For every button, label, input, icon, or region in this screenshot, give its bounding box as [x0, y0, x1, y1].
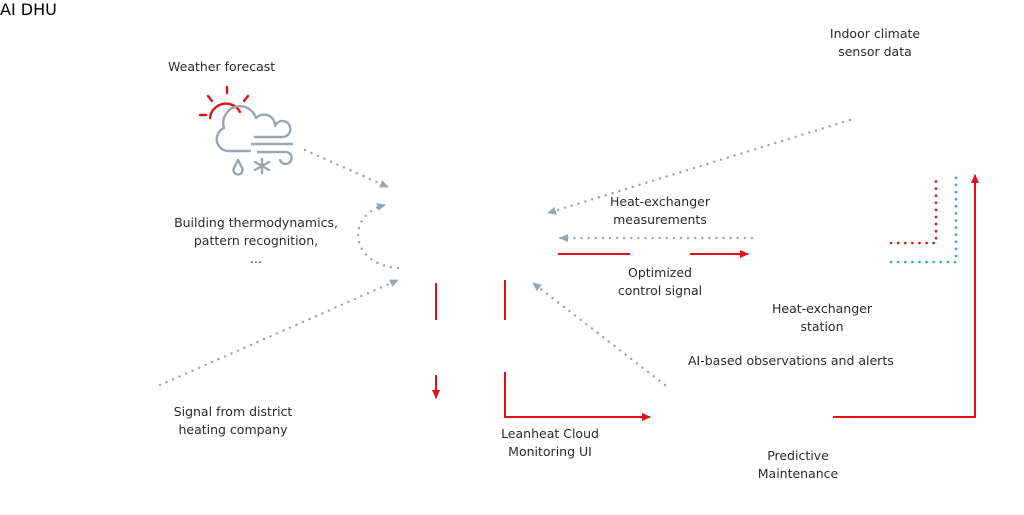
station-line-1: Heat-exchanger [772, 301, 872, 316]
ai-cloud-gear-icon: AI [0, 0, 21, 19]
measurements-line-2: measurements [613, 212, 707, 227]
ai-feedback-loop-connector [357, 203, 400, 270]
district-to-ai-connector [158, 278, 400, 387]
observations-to-ai-connector [531, 281, 667, 387]
weather-cloud-sun-wind-icon [198, 85, 294, 176]
district-heating-label: Signal from district heating company [168, 403, 298, 439]
thermodynamics-line-1: Building thermodynamics, [174, 215, 338, 230]
maintenance-to-building-arrow [833, 174, 979, 418]
factory-dhu-text: DHU [20, 0, 57, 19]
indoor-climate-line-1: Indoor climate [829, 26, 921, 41]
ai-label: AI [0, 0, 16, 19]
predictive-maintenance-label: Predictive Maintenance [748, 447, 848, 483]
monitoring-line-1: Leanheat Cloud [501, 426, 599, 441]
weather-forecast-label: Weather forecast [168, 59, 276, 74]
district-line-1: Signal from district [173, 404, 293, 419]
measurements-line-1: Heat-exchanger [610, 194, 710, 209]
station-line-2: station [800, 319, 844, 334]
optimized-control-label: Optimized control signal [608, 264, 712, 300]
district-line-2: heating company [178, 422, 288, 437]
indoor-to-ai-connector [546, 118, 852, 215]
maintenance-line-1: Predictive [767, 448, 829, 463]
weather-to-ai-connector [303, 148, 390, 189]
indoor-climate-line-2: sensor data [838, 44, 912, 59]
indoor-climate-label: Indoor climate sensor data [820, 25, 930, 61]
thermodynamics-line-2: pattern recognition, [193, 233, 319, 248]
observations-label: AI-based observations and alerts [688, 353, 894, 368]
heat-return-blue-line [889, 174, 958, 264]
heat-supply-red-line [889, 174, 938, 245]
heat-exchanger-station-label: Heat-exchanger station [762, 300, 882, 336]
ai-to-observations-arrow [504, 280, 650, 417]
monitoring-ui-label: Leanheat Cloud Monitoring UI [490, 425, 610, 461]
maintenance-line-2: Maintenance [757, 466, 839, 481]
thermodynamics-line-3: ... [250, 251, 262, 266]
heat-exchanger-measurements-label: Heat-exchanger measurements [600, 193, 720, 229]
monitoring-line-2: Monitoring UI [508, 444, 592, 459]
control-line-1: Optimized [628, 265, 692, 280]
control-line-2: control signal [617, 283, 703, 298]
thermodynamics-label: Building thermodynamics, pattern recogni… [165, 214, 347, 268]
